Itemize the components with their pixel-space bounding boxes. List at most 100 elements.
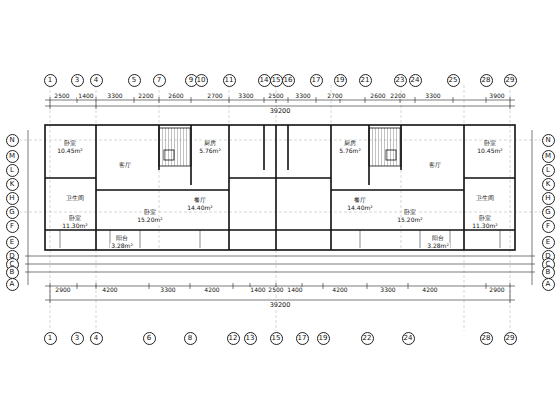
axis-bubble: 7 — [153, 74, 166, 87]
axis-bubble: 4 — [90, 332, 103, 345]
axis-number: 24 — [411, 77, 420, 84]
dimension-text: 3300 — [379, 287, 396, 293]
axis-number: H — [9, 195, 14, 202]
axis-number: 4 — [94, 335, 98, 342]
axis-number: 6 — [147, 335, 151, 342]
dimension-text: 39200 — [269, 108, 292, 115]
axis-number: N — [545, 137, 550, 144]
room-label: 阳台 — [431, 235, 445, 241]
room-label: 14.40m² — [346, 205, 373, 211]
axis-bubble: 12 — [227, 332, 240, 345]
axis-bubble: 6 — [143, 332, 156, 345]
dimension-text: 2700 — [326, 93, 343, 99]
axis-number: N — [9, 137, 14, 144]
dimension-text: 1400 — [77, 93, 94, 99]
dimension-text: 4200 — [203, 287, 220, 293]
axis-number: 11 — [225, 77, 234, 84]
axis-bubble: 28 — [480, 74, 493, 87]
axis-bubble: 24 — [409, 74, 422, 87]
axis-number: 19 — [336, 77, 345, 84]
dimension-text: 2600 — [369, 93, 386, 99]
axis-number: 19 — [319, 335, 328, 342]
axis-bubble: 25 — [447, 74, 460, 87]
axis-bubble: K — [542, 178, 555, 191]
room-label: 厨房 — [203, 140, 217, 146]
axis-bubble: A — [6, 278, 19, 291]
axis-number: 21 — [361, 77, 370, 84]
dimension-text: 2500 — [267, 287, 284, 293]
axis-number: 22 — [363, 335, 372, 342]
axis-bubble: B — [542, 266, 555, 279]
axis-number: 4 — [94, 77, 98, 84]
axis-bubble: N — [6, 134, 19, 147]
axis-number: 17 — [298, 335, 307, 342]
room-label: 卧室 — [478, 215, 492, 221]
axis-number: L — [546, 167, 550, 174]
axis-number: 5 — [132, 77, 136, 84]
axis-bubble: B — [6, 266, 19, 279]
axis-bubble: 15 — [270, 74, 283, 87]
axis-number: 3 — [75, 77, 79, 84]
axis-number: 28 — [482, 77, 491, 84]
room-label: 卧室 — [68, 215, 82, 221]
axis-number: 23 — [396, 77, 405, 84]
room-label: 5.76m² — [338, 148, 362, 154]
room-label: 餐厅 — [193, 197, 207, 203]
room-label: 5.76m² — [198, 148, 222, 154]
room-label: 3.28m² — [110, 243, 134, 249]
dimension-text: 2900 — [54, 287, 71, 293]
axis-number: M — [545, 153, 551, 160]
dimension-text: 2500 — [267, 93, 284, 99]
axis-number: 1 — [48, 335, 52, 342]
axis-bubble: H — [6, 192, 19, 205]
room-label: 餐厅 — [353, 197, 367, 203]
axis-number: 10 — [197, 77, 206, 84]
axis-bubble: L — [542, 164, 555, 177]
axis-bubble: 28 — [480, 332, 493, 345]
dimension-text: 2200 — [389, 93, 406, 99]
axis-bubble: M — [542, 150, 555, 163]
room-label: 15.20m² — [136, 217, 163, 223]
axis-bubble: 1 — [44, 332, 57, 345]
room-label: 卫生间 — [475, 195, 495, 201]
axis-number: H — [545, 195, 550, 202]
axis-number: 13 — [246, 335, 255, 342]
dimension-text: 2200 — [137, 93, 154, 99]
axis-number: 24 — [404, 335, 413, 342]
axis-bubble: 21 — [359, 74, 372, 87]
axis-number: K — [546, 181, 551, 188]
room-label: 厨房 — [343, 140, 357, 146]
axis-bubble: 3 — [71, 74, 84, 87]
axis-number: B — [10, 269, 15, 276]
dimension-text: 3300 — [424, 93, 441, 99]
dimension-text: 1400 — [249, 287, 266, 293]
axis-number: 15 — [272, 77, 281, 84]
axis-number: E — [546, 239, 550, 246]
axis-bubble: 11 — [223, 74, 236, 87]
axis-bubble: L — [6, 164, 19, 177]
axis-bubble: 17 — [296, 332, 309, 345]
room-label: 11.30m² — [471, 223, 498, 229]
dimension-text: 3300 — [106, 93, 123, 99]
dimension-text: 39200 — [269, 302, 292, 309]
axis-bubble: 19 — [317, 332, 330, 345]
axis-number: 16 — [284, 77, 293, 84]
axis-number: 8 — [188, 335, 192, 342]
dimension-text: 1400 — [286, 287, 303, 293]
dimension-text: 3900 — [488, 93, 505, 99]
axis-number: K — [10, 181, 15, 188]
axis-number: G — [545, 209, 550, 216]
axis-bubble: 3 — [71, 332, 84, 345]
dimension-text: 4200 — [101, 287, 118, 293]
dimension-text: 2900 — [488, 287, 505, 293]
axis-bubble: 4 — [90, 74, 103, 87]
axis-number: A — [10, 281, 15, 288]
axis-number: 29 — [506, 77, 515, 84]
dimension-text: 4200 — [331, 287, 348, 293]
axis-bubble: 5 — [128, 74, 141, 87]
room-label: 卫生间 — [65, 195, 85, 201]
axis-number: A — [546, 281, 551, 288]
axis-bubble: 1 — [44, 74, 57, 87]
axis-bubble: F — [542, 220, 555, 233]
